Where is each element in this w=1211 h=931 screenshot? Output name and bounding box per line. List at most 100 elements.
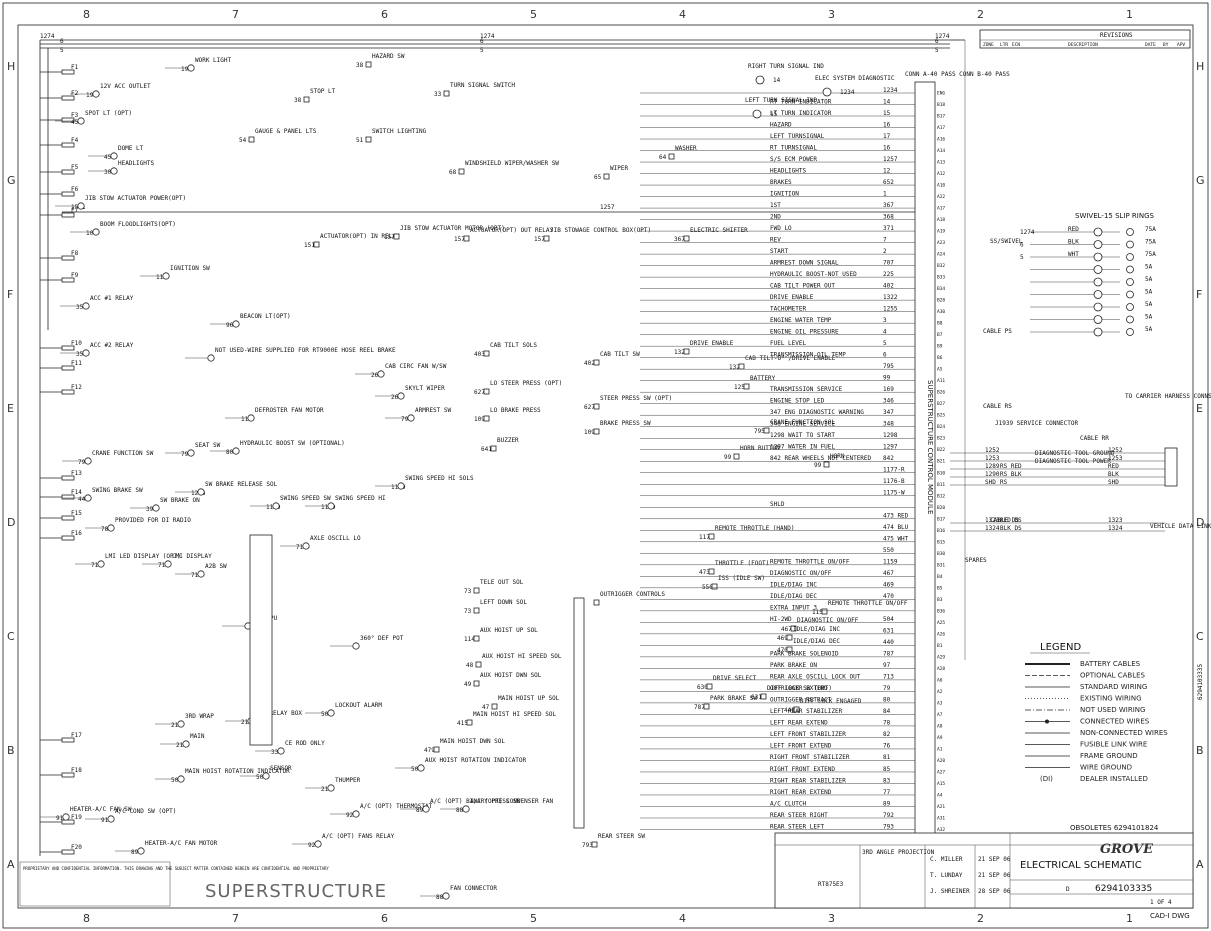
legend-non-connected-wires: NON-CONNECTED WIRES <box>1025 729 1168 737</box>
mid-23-crane-function-sol-label: CRANE FUNCTION SOL <box>770 419 835 426</box>
sig-61-a4-pin: A4 <box>937 792 943 798</box>
sig-31-b22-pin: B22 <box>937 447 945 453</box>
sig-27-b27-label: ENGINE STOP LED <box>770 398 825 405</box>
sig-16-b33-wire: 225 <box>883 271 894 278</box>
sig-21-b7-wire: 4 <box>883 328 887 335</box>
fuse-label-F7: F7 <box>71 207 79 214</box>
ind-left-turn-signal-ind-label: LEFT TURN SIGNAL IND <box>745 97 818 104</box>
grid-col-bottom-4: 4 <box>679 912 686 925</box>
legend-dealer-installed-label: DEALER INSTALLED <box>1080 775 1148 783</box>
diag-wire-5-left: 1323 <box>985 517 1000 524</box>
sig-51-a6-wire: 713 <box>883 674 894 681</box>
sig-59-a27-pin: A27 <box>937 769 945 775</box>
fuse-symbol-F19 <box>61 819 75 825</box>
mid-17-lo-steer-press-opt-label: LO STEER PRESS (OPT) <box>490 380 562 387</box>
left-26-axle-oscill-lo-wire: 713 <box>296 544 307 551</box>
mid-40-aux-hoist-hi-speed-sol-label: AUX HOIST HI SPEED SOL <box>482 653 562 660</box>
bus-wire-6-c: 6 <box>935 38 939 45</box>
sig-49-a29-wire: 787 <box>883 651 894 658</box>
left-34-3rd-wrap-label: 3RD WRAP <box>185 713 214 720</box>
mid-24-horn-button-wire: 99 <box>724 454 732 461</box>
component-mid-11-jib-stowage-control-box-opt: JIB STOWAGE CONTROL BOX(OPT)1577 <box>534 227 651 243</box>
mid-36-park-brake-sw-wire: 787 <box>694 704 705 711</box>
sig-63-a31-wire: 792 <box>883 812 894 819</box>
slip-ring-1-ring <box>1093 227 1103 237</box>
slip-ring-2-ring <box>1093 240 1103 249</box>
sig-11-a18-wire: 368 <box>883 213 894 220</box>
diag-wire-6-color: BLK DS <box>1000 525 1022 532</box>
sig-50-a28-label: PARK BRAKE ON <box>770 662 817 669</box>
legend-title: LEGEND <box>1040 642 1081 653</box>
sig-44-b3-wire: 470 <box>883 593 894 600</box>
revision-header-description: DESCRIPTION <box>1068 42 1098 48</box>
fuse-label-F2: F2 <box>71 90 79 97</box>
grid-col-top-5: 5 <box>530 8 537 21</box>
legend-dealer-installed-symbol: (DI) <box>1040 775 1053 783</box>
component-left-42-a-c-cond-sw-opt: A/C COND SW (OPT)91 <box>85 808 176 824</box>
left-27-lmi-led-display-opt-label: LMI LED DISPLAY (OPT) <box>105 553 181 560</box>
sig-50-a28-pin: A28 <box>937 666 945 672</box>
slip-ring-3-fuse: 75A <box>1145 251 1156 258</box>
sig-40-b30-wire: 550 <box>883 547 894 554</box>
mid-28-iss-idle-sw-wire: 550 <box>702 584 713 591</box>
sig-53-a3-wire: 80 <box>883 697 891 704</box>
sig-55-a8-wire: 78 <box>883 720 891 727</box>
sig-54-a7-pin: A7 <box>937 712 943 718</box>
mid-11-jib-stowage-control-box-opt-symbol <box>543 235 550 242</box>
left-37-main-hoist-rotation-indicator-label: MAIN HOIST ROTATION INDICATOR <box>185 768 290 775</box>
sig-42-b4-wire: 467 <box>883 570 894 577</box>
left-40-aux-hoist-rotation-indicator-label: AUX HOIST ROTATION INDICATOR <box>425 757 527 764</box>
diag-wire-2-left: 1289 <box>985 463 1000 470</box>
mid-2-turn-signal-switch-symbol <box>443 90 450 97</box>
mid-27-throttle-foot-symbol <box>708 568 715 575</box>
left-36-ce-rod-only-label: CE ROD ONLY <box>285 740 325 747</box>
left-37-main-hoist-rotation-indicator-symbol <box>177 775 185 783</box>
obsoletes-note: OBSOLETES 6294101824 <box>1070 824 1159 832</box>
grid-row-right-C: C <box>1196 630 1204 643</box>
legend-standard-wiring: STANDARD WIRING <box>1025 683 1147 691</box>
legend-fusible-link-wire-label: FUSIBLE LINK WIRE <box>1080 741 1147 749</box>
mid-17-lo-steer-press-opt-wire: 627 <box>474 389 485 396</box>
mid-9-jib-stow-actuator-motor-opt-symbol <box>393 233 400 240</box>
sig-57-a1-pin: A1 <box>937 746 943 752</box>
mid-15-drive-enable-symbol <box>683 348 690 355</box>
legend-frame-ground-label: FRAME GROUND <box>1080 752 1138 760</box>
left-46-a-c-opt-fans-relay-wire: 92 <box>308 842 316 849</box>
left-0-work-light-wire: 193 <box>181 66 192 73</box>
left-7-ignition-sw-wire: 112 <box>156 274 167 281</box>
left-3-dome-lt-wire: 45 <box>104 154 112 161</box>
sig-47-a26-wire: 631 <box>883 628 894 635</box>
sig-45-b36-label: EXTRA INPUT 3 <box>770 605 817 612</box>
sig-40-b30-pin: B30 <box>937 551 945 557</box>
mid-28-iss-idle-sw-symbol <box>711 583 718 590</box>
left-0-work-light-label: WORK LIGHT <box>195 57 232 64</box>
mid-19-lo-brake-press-wire: 109 <box>474 416 485 423</box>
left-5-jib-stow-actuator-power-opt-symbol <box>77 202 85 210</box>
left-43-heater-a-c-fan-motor-symbol <box>137 847 145 855</box>
mid-18-steer-press-sw-opt-symbol <box>593 403 600 410</box>
grid-row-left-A: A <box>7 858 15 871</box>
component-left-16-hydraulic-boost-sw-optional: HYDRAULIC BOOST SW (OPTIONAL)800 <box>210 440 345 456</box>
sig-34-b11-wire: 1176-B <box>883 478 905 485</box>
